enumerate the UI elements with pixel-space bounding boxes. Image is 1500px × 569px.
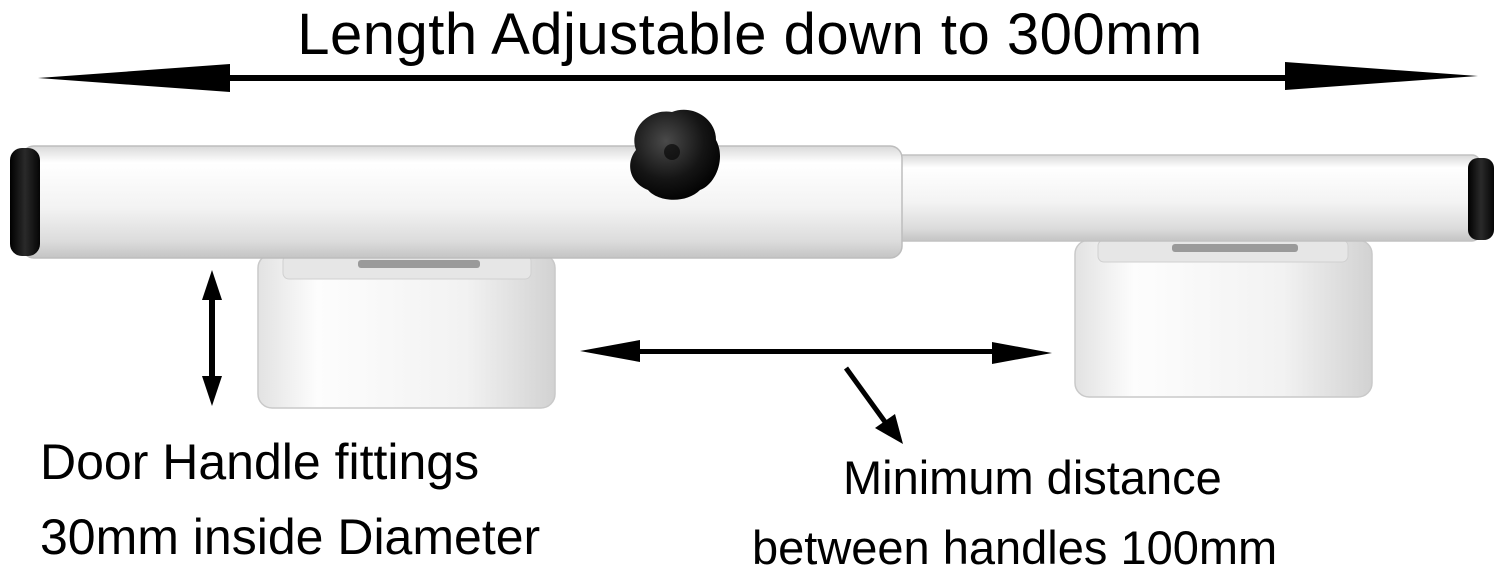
left-end-cap [10,148,40,256]
fittings-note-line1: Door Handle fittings [40,434,480,490]
distance-arrow [580,340,1052,364]
telescopic-bar [21,145,1481,259]
right-handle-sleeve [1074,239,1373,398]
left-handle-sleeve [257,253,556,409]
locking-knob [630,109,721,200]
right-end-cap [1468,158,1494,240]
length-arrow [38,62,1478,92]
headline: Length Adjustable down to 300mm [297,2,1203,67]
pointer-arrow [843,366,903,444]
distance-note-line1: Minimum distance [843,451,1222,504]
distance-note-line2: between handles 100mm [752,521,1278,569]
diameter-arrow [202,270,222,406]
fittings-note-line2: 30mm inside Diameter [40,509,541,565]
